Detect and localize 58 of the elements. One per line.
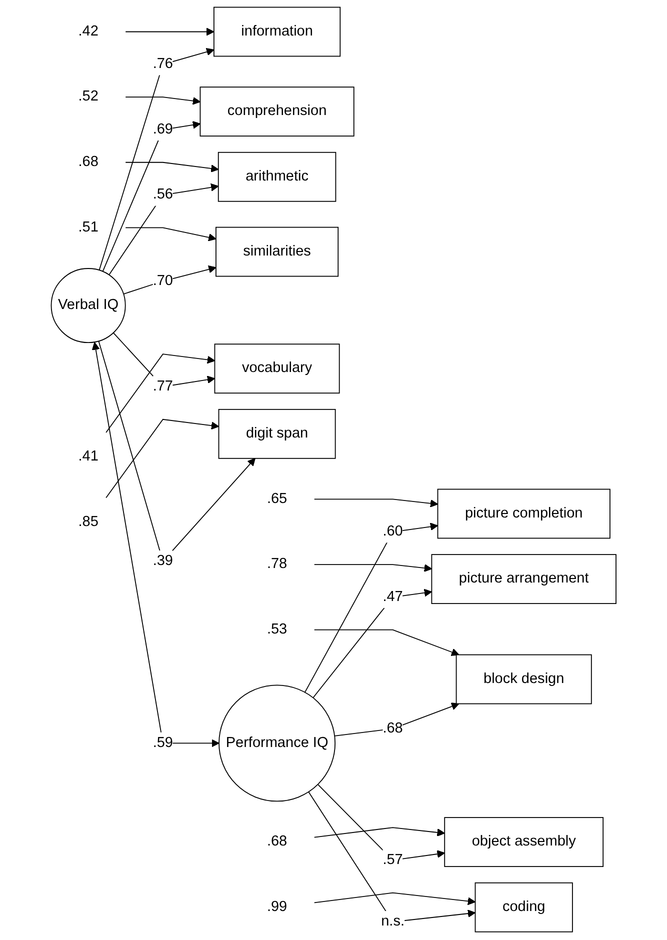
arrow: [112, 332, 216, 388]
arrow: [314, 892, 476, 906]
arrow: [108, 183, 219, 276]
node-text: .53: [266, 622, 288, 638]
arrow: [314, 827, 445, 838]
edge-label: .68: [382, 720, 403, 736]
node-box: block design: [456, 654, 592, 704]
edge-label: .59: [152, 735, 173, 750]
edge-label: n.s.: [381, 914, 404, 930]
edge-label: .47: [382, 589, 403, 604]
arrow: [125, 162, 219, 172]
arrow: [102, 120, 201, 272]
node-text: .51: [78, 220, 98, 235]
node-box: information: [213, 6, 341, 57]
node-text: .78: [266, 556, 288, 572]
arrow: [98, 48, 214, 271]
node-box: picture completion: [437, 488, 610, 539]
edge-label: .57: [382, 852, 403, 868]
arrow: [92, 342, 220, 748]
node-text: .65: [266, 491, 288, 506]
edge-label: .77: [152, 378, 173, 394]
node-box: similarities: [216, 226, 339, 277]
node-text: .68: [266, 834, 288, 850]
arrow: [317, 784, 445, 861]
node-box: arithmetic: [218, 152, 336, 202]
node-circle: Performance IQ: [218, 684, 336, 802]
node-text: .68: [78, 154, 98, 170]
arrow: [334, 702, 460, 736]
arrow: [106, 418, 220, 498]
arrow: [314, 498, 438, 508]
node-box: vocabulary: [214, 344, 340, 394]
arrow: [308, 791, 476, 922]
arrow: [125, 227, 216, 242]
node-text: .52: [78, 88, 98, 104]
arrow: [312, 588, 432, 698]
arrow: [314, 629, 460, 656]
arrow: [314, 564, 432, 572]
node-box: object assembly: [444, 817, 604, 867]
node-box: coding: [474, 882, 573, 932]
node-text: .42: [78, 24, 98, 40]
node-box: comprehension: [200, 86, 354, 137]
arrow: [106, 354, 216, 433]
node-box: digit span: [218, 408, 336, 459]
arrow: [123, 265, 216, 294]
node-text: .41: [78, 448, 98, 464]
node-text: .85: [78, 514, 98, 530]
node-text: .99: [266, 899, 288, 915]
arrow: [125, 28, 214, 36]
arrow: [304, 522, 438, 693]
edge-label: .56: [152, 186, 173, 202]
edge-label: .69: [152, 122, 173, 137]
edge-label: .76: [152, 56, 173, 72]
edge-label: .39: [152, 553, 173, 569]
arrow: [125, 96, 201, 105]
edge-label: .70: [152, 272, 173, 288]
node-box: picture arrangement: [431, 554, 616, 604]
node-circle: Verbal IQ: [50, 268, 126, 344]
edge-label: .60: [382, 524, 403, 540]
